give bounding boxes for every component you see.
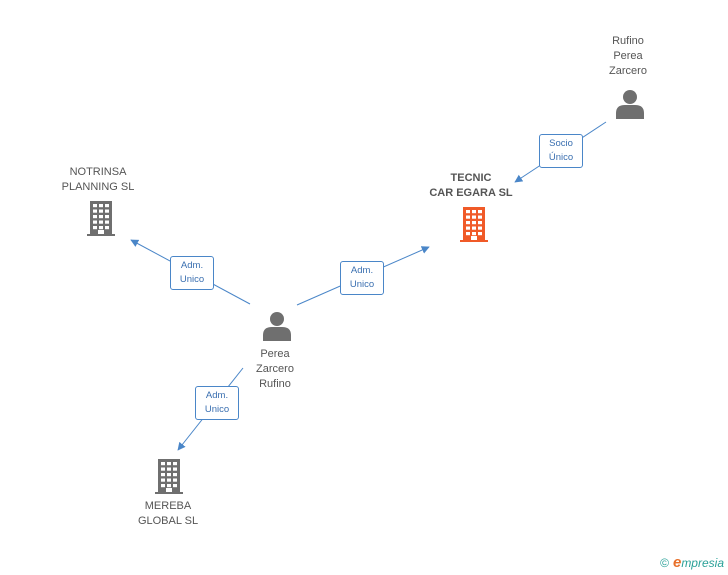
node-label-mereba[interactable]: MEREBA GLOBAL SL [118,499,218,529]
edge-label-perea-mereba[interactable]: Adm. Unico [195,386,239,420]
building-icon-notrinsa[interactable] [85,200,117,236]
node-label-tecnic[interactable]: TECNIC CAR EGARA SL [421,171,521,201]
node-label-rufino[interactable]: Rufino Perea Zarcero [578,34,678,79]
edge-label-line: Unico [179,274,205,285]
edge-label-line: Adm. [205,390,229,401]
node-label-line: Rufino [612,35,644,47]
brand-logo-text: mpresia [681,556,724,570]
person-icon-perea[interactable] [262,311,292,341]
node-label-line: GLOBAL SL [137,515,199,527]
brand-logo-initial: e [672,554,682,571]
copyright-symbol: © [660,556,669,570]
node-label-line: Perea [260,348,290,360]
node-label-notrinsa[interactable]: NOTRINSA PLANNING SL [48,165,148,195]
node-label-line: Rufino [259,378,291,390]
node-label-perea[interactable]: Perea Zarcero Rufino [225,347,325,392]
node-label-line: NOTRINSA [69,166,127,178]
node-label-line: Perea [613,50,643,62]
person-icon-rufino[interactable] [615,89,645,119]
node-label-line: MEREBA [144,500,192,512]
node-label-line: Zarcero [609,65,647,77]
edge-label-line: Adm. [180,260,204,271]
building-icon-tecnic[interactable] [458,206,490,242]
edge-label-line: Unico [204,404,230,415]
edge-label-line: Socio [549,138,573,149]
edge-label-line: Unico [349,279,375,290]
node-label-line: Zarcero [256,363,294,375]
edge-label-line: Adm. [350,265,374,276]
edge-label-perea-tecnic[interactable]: Adm. Unico [340,261,384,295]
node-label-line: CAR EGARA SL [429,187,513,199]
node-label-line: TECNIC [450,172,492,184]
building-icon-mereba[interactable] [153,458,185,494]
edge-label-line: Único [548,152,574,163]
node-label-line: PLANNING SL [61,181,135,193]
edge-label-rufino-tecnic[interactable]: Socio Único [539,134,583,168]
brand-footer[interactable]: ©empresia [660,554,724,571]
edge-label-perea-notrinsa[interactable]: Adm. Unico [170,256,214,290]
